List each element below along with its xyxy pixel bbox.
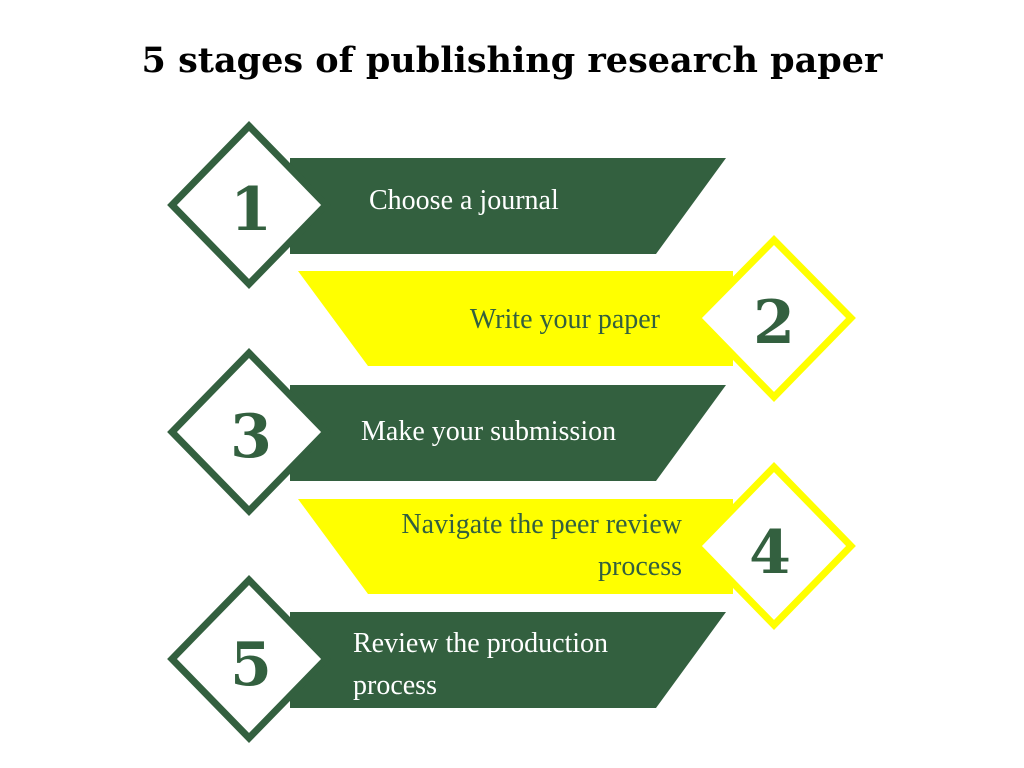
stage-4-diamond: [692, 461, 856, 631]
stage-3-banner: [290, 385, 726, 481]
stage-2-banner: [298, 271, 733, 366]
stage-4-label-line-2: process: [598, 551, 682, 582]
stage-2: 2 Write your paper: [298, 235, 856, 403]
stage-2-diamond: [692, 235, 856, 403]
stage-1-diamond: [167, 120, 331, 290]
stage-1-banner: [290, 158, 726, 254]
stage-5-label-line-1: Review the production: [353, 628, 608, 659]
stage-3-diamond: [167, 347, 331, 517]
stage-5-diamond: [167, 574, 331, 744]
stage-2-number: 2: [753, 288, 795, 358]
stage-3-label: Make your submission: [361, 416, 616, 447]
stage-4-number: 4: [749, 518, 791, 588]
page-title: 5 stages of publishing research paper: [141, 40, 883, 81]
stage-4-label-line-1: Navigate the peer review: [401, 509, 682, 540]
stage-5-banner: [290, 612, 726, 708]
stage-5-label-line-2: process: [353, 670, 437, 701]
stage-1-number: 1: [230, 175, 272, 245]
stage-1: 1 Choose a journal: [167, 120, 726, 290]
stage-1-label: Choose a journal: [369, 185, 559, 216]
stage-5: 5 Review the production process: [167, 574, 726, 744]
stage-3-number: 3: [230, 402, 272, 472]
stage-4: 4 Navigate the peer review process: [298, 461, 856, 631]
stage-4-banner: [298, 499, 733, 594]
stage-5-number: 5: [230, 630, 272, 700]
stage-2-label: Write your paper: [470, 304, 661, 335]
stage-3: 3 Make your submission: [167, 347, 726, 517]
